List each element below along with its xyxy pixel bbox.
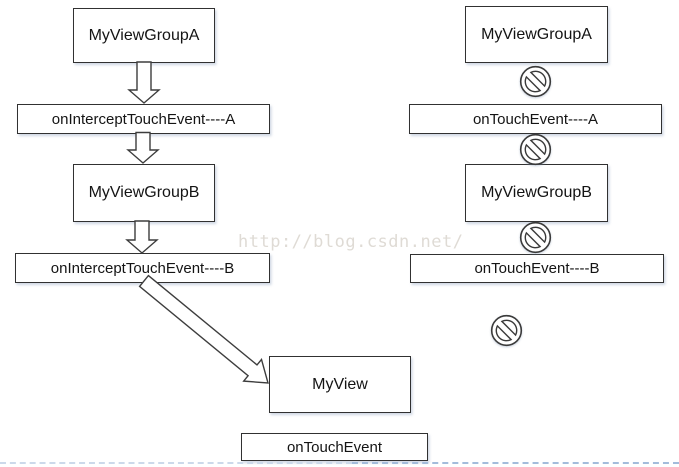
prohibition-icon bbox=[519, 65, 552, 98]
arrow-groupa-to-intercepta bbox=[127, 61, 161, 104]
node-onintercepttouchevent-b: onInterceptTouchEvent----B bbox=[15, 253, 270, 283]
dashed-guide-line-left bbox=[0, 462, 352, 464]
prohibition-icon bbox=[490, 314, 523, 347]
arrow-intercepta-to-groupb bbox=[126, 131, 160, 164]
node-myview: MyView bbox=[269, 356, 411, 413]
node-ontouchevent: onTouchEvent bbox=[241, 433, 428, 461]
node-myviewgroupa-left: MyViewGroupA bbox=[73, 8, 215, 63]
node-ontouchevent-a: onTouchEvent----A bbox=[409, 104, 662, 134]
node-ontouchevent-b: onTouchEvent----B bbox=[410, 254, 664, 283]
node-onintercepttouchevent-a: onInterceptTouchEvent----A bbox=[17, 104, 270, 134]
node-myviewgroupb-right: MyViewGroupB bbox=[465, 164, 608, 222]
dashed-guide-line-right bbox=[352, 462, 679, 464]
watermark-text: http://blog.csdn.net/ bbox=[238, 232, 464, 252]
prohibition-icon bbox=[519, 221, 552, 254]
prohibition-icon bbox=[519, 133, 552, 166]
arrow-interceptb-to-myview bbox=[138, 274, 269, 384]
node-myviewgroupa-right: MyViewGroupA bbox=[465, 6, 608, 63]
node-myviewgroupb-left: MyViewGroupB bbox=[73, 164, 215, 222]
arrow-groupb-to-interceptb bbox=[125, 220, 159, 254]
